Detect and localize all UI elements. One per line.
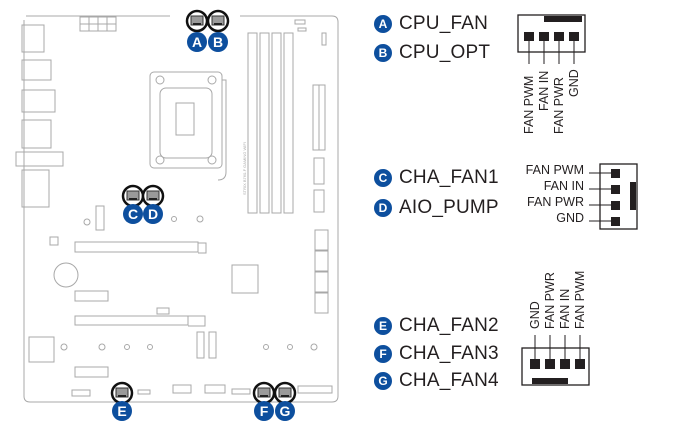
legend-cpu-opt: B CPU_OPT xyxy=(374,42,490,64)
rear-io-port xyxy=(21,89,56,113)
pin-label: FAN PWR xyxy=(543,272,557,329)
fan-header-callout-c: C xyxy=(121,184,145,224)
legend-cha-fan4: G CHA_FAN4 xyxy=(374,370,499,392)
badge-c: C xyxy=(374,169,392,187)
callout-letter: C xyxy=(128,206,138,222)
fan-header-callout-e: E xyxy=(110,381,134,421)
pin-label: FAN PWR xyxy=(552,77,566,134)
legend-aio-pump: D AIO_PUMP xyxy=(374,197,499,219)
header-key xyxy=(260,395,268,397)
legend-cha-fan1: C CHA_FAN1 xyxy=(374,167,499,189)
fan-header-callout-g: G xyxy=(273,381,297,421)
header-key xyxy=(118,395,126,397)
callout-letter: D xyxy=(148,206,158,222)
cha-fan-pinout: GND FAN PWR FAN IN FAN PWM xyxy=(521,271,590,386)
badge-a: A xyxy=(374,15,392,33)
label-cha-fan2: CHA_FAN2 xyxy=(399,315,499,336)
fan-header-callout-f: F xyxy=(252,381,276,421)
rear-io-port xyxy=(21,24,45,53)
dimm-slot xyxy=(247,32,258,214)
m2-slot xyxy=(196,331,205,359)
pin-label: FAN IN xyxy=(558,289,572,329)
sata-port xyxy=(313,189,325,213)
pin-label: FAN IN xyxy=(543,179,584,193)
badge-d: D xyxy=(374,199,392,217)
header-key xyxy=(149,198,157,200)
callout-badge xyxy=(112,401,132,421)
legend-cha-fan2: E CHA_FAN2 xyxy=(374,315,499,337)
callout-badge xyxy=(143,204,163,224)
header-key xyxy=(214,23,222,25)
board-silkscreen: STRIX B760-F GAMING WIFI xyxy=(242,142,247,195)
callout-badge xyxy=(187,32,207,52)
m2-slot xyxy=(208,331,217,359)
pin-label: FAN PWM xyxy=(573,271,587,329)
header-key xyxy=(281,395,289,397)
fan-header-callout-a: A xyxy=(185,9,209,52)
badge-b: B xyxy=(374,44,392,62)
header-key xyxy=(193,23,201,25)
fan-header-callout-d: D xyxy=(141,184,165,224)
label-aio-pump: AIO_PUMP xyxy=(399,197,499,218)
cpu-socket xyxy=(149,71,227,181)
cha-fan1-pinout xyxy=(589,163,638,230)
label-cha-fan3: CHA_FAN3 xyxy=(399,343,499,364)
board-outline xyxy=(23,15,339,403)
callout-letter: B xyxy=(213,34,223,50)
cpu-fan-pinout: FAN PWM FAN IN FAN PWR GND xyxy=(517,14,586,134)
label-cha-fan4: CHA_FAN4 xyxy=(399,370,499,391)
legend-cpu-fan: A CPU_FAN xyxy=(374,13,488,35)
callout-badge xyxy=(123,204,143,224)
legend-cha-fan3: F CHA_FAN3 xyxy=(374,343,499,365)
pin-label: GND xyxy=(528,301,542,329)
dimm-slot xyxy=(283,32,294,214)
label-cpu-fan: CPU_FAN xyxy=(399,13,489,34)
pin-label: FAN PWM xyxy=(522,76,536,134)
fan-header-callout-b: B xyxy=(206,9,230,52)
callout-badge xyxy=(254,401,274,421)
pin-label: GND xyxy=(556,211,584,225)
callout-letter: A xyxy=(192,34,202,50)
label-cpu-opt: CPU_OPT xyxy=(399,42,491,63)
callout-letter: E xyxy=(117,403,126,419)
dimm-slot xyxy=(259,32,270,214)
rear-io-port xyxy=(21,119,52,149)
pin-label: FAN PWR xyxy=(527,195,584,209)
dimm-slot xyxy=(271,32,282,214)
cmos-battery xyxy=(53,262,79,288)
rear-io-port xyxy=(21,59,52,81)
rear-io-port xyxy=(15,151,64,167)
pin-label: GND xyxy=(567,69,581,97)
badge-e: E xyxy=(374,317,392,335)
pcie-slot xyxy=(74,241,199,253)
callout-letter: G xyxy=(280,403,291,419)
pcie-slot xyxy=(74,315,189,326)
callout-letter: F xyxy=(260,403,269,419)
rear-io-port xyxy=(21,169,50,208)
badge-f: F xyxy=(374,345,392,363)
m2-slot xyxy=(95,205,105,231)
callout-badge xyxy=(275,401,295,421)
pin-label: FAN IN xyxy=(537,71,551,111)
label-cha-fan1: CHA_FAN1 xyxy=(399,167,499,188)
badge-g: G xyxy=(374,372,392,390)
sata-port xyxy=(313,157,325,185)
pin-label: FAN PWM xyxy=(525,163,584,177)
callout-badge xyxy=(208,32,228,52)
header-key xyxy=(129,198,137,200)
